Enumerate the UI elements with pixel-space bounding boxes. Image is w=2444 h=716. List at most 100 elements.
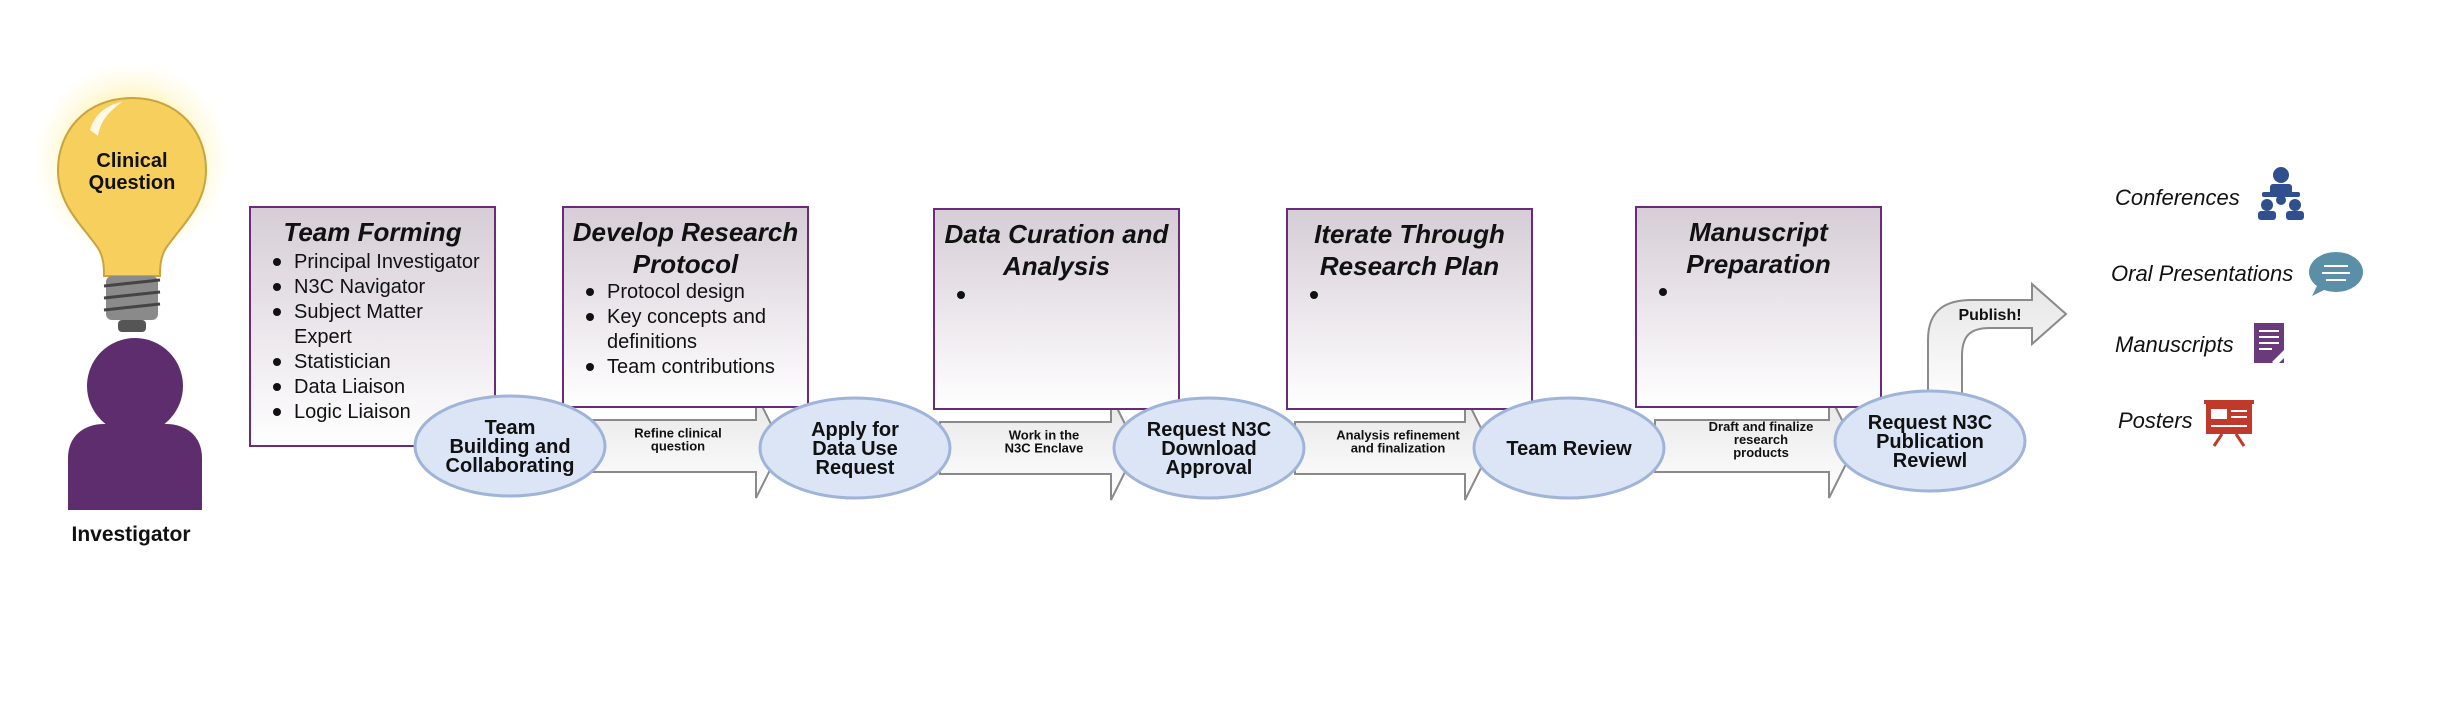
flow-arrow-3 [1294,395,1493,501]
phase-box-title: Data Curation and [945,219,1170,249]
step-label: Apply for [811,419,899,441]
flow-arrow-4 [1654,393,1857,499]
arrow-label: research [1734,432,1788,447]
bullet-text: Data Liaison [294,376,405,398]
bullet-dot-icon [273,283,281,291]
bulb-text-line1: Clinical [96,150,167,172]
bullet-text: Team contributions [607,356,775,378]
flow-arrow-1 [589,393,784,499]
phase-box-title: Iterate Through [1314,219,1505,249]
step-label: Collaborating [446,455,575,477]
bullet-dot-icon [957,291,965,299]
step-label: Request N3C [1147,419,1271,441]
step-label: Team [485,417,536,439]
step-label: Request N3C [1868,412,1992,434]
speech-bubble-icon [2309,252,2363,296]
step-label: Download [1161,438,1257,460]
output-label-conferences: Conferences [2115,185,2240,210]
person-head-icon [83,334,187,438]
investigator-label: Investigator [71,523,190,546]
bullet-text: Expert [294,326,352,348]
arrow-label: and finalization [1351,441,1446,456]
lightbulb: Clinical Question [34,62,230,332]
bullet-text: Key concepts and [607,306,766,328]
arrow-label: products [1733,445,1789,460]
phase-box-title: Preparation [1686,249,1831,279]
phase-box-title: Develop Research [573,217,798,247]
manuscript-icon [2254,323,2288,366]
phase-box-frame [1286,208,1533,410]
flow-arrows [589,393,1857,501]
publish-label: Publish! [1958,307,2021,324]
person-body-icon [68,424,202,510]
arrow-label: Analysis refinement [1336,428,1460,443]
bullet-text: N3C Navigator [294,276,426,298]
arrow-label: Refine clinical [634,426,721,441]
phase-box-frame [562,206,809,408]
step-ellipse [1112,396,1306,500]
arrow-label: Work in the [1009,428,1080,443]
bullet-dot-icon [273,383,281,391]
bullet-dot-icon [1659,288,1667,296]
bullet-text: Subject Matter [294,301,423,323]
arrow-label: N3C Enclave [1005,441,1084,456]
step-label: Publication [1876,431,1984,453]
arrow-label: question [651,439,705,454]
phase-box-title: Manuscript [1689,217,1829,247]
bullet-dot-icon [586,288,594,296]
investigator: Investigator [68,334,202,546]
step-ellipse [1833,389,2027,493]
conference-icon [2258,167,2304,220]
phase-box-frame [1635,206,1882,408]
bullet-dot-icon [273,358,281,366]
step-label: Approval [1166,457,1253,479]
step-4: Team Review [1472,396,1666,500]
phase-box-title: Protocol [633,249,739,279]
output-label-posters: Posters [2118,408,2193,433]
step-label: Data Use [812,438,898,460]
phase-box-title: Analysis [1002,251,1110,281]
bullet-dot-icon [586,363,594,371]
flow-arrow-2 [939,395,1139,501]
step-ellipse [413,394,607,498]
step-label: Building and [449,436,570,458]
step-label: Request [816,457,895,479]
bullet-text: Protocol design [607,281,745,303]
poster-icon [2204,400,2254,447]
publish-arrow-shape [1927,281,2068,409]
bullet-text: Principal Investigator [294,251,480,273]
step-ellipse [1472,396,1666,500]
bulb-text-line2: Question [89,172,176,194]
phase-box-title: Research Plan [1320,251,1499,281]
phase-box-frame [933,208,1180,410]
bullet-dot-icon [1310,291,1318,299]
step-label: Reviewl [1893,450,1967,472]
bulb-highlight [90,102,122,136]
publish-arrow: Publish! [1927,281,2068,409]
step-ellipse [758,396,952,500]
bullet-dot-icon [586,313,594,321]
bullet-dot-icon [273,258,281,266]
step-label: Team Review [1506,438,1632,460]
arrow-label: Draft and finalize [1709,419,1814,434]
bullet-text: Logic Liaison [294,401,411,423]
bullet-dot-icon [273,308,281,316]
bullet-text: definitions [607,331,697,353]
outputs: Conferences Oral Presentations Manuscrip… [2111,167,2363,447]
bullet-text: Statistician [294,351,391,373]
output-label-manuscripts: Manuscripts [2115,332,2234,357]
phase-box-title: Team Forming [283,217,461,247]
bullet-dot-icon [273,408,281,416]
output-label-oral-presentations: Oral Presentations [2111,261,2293,286]
